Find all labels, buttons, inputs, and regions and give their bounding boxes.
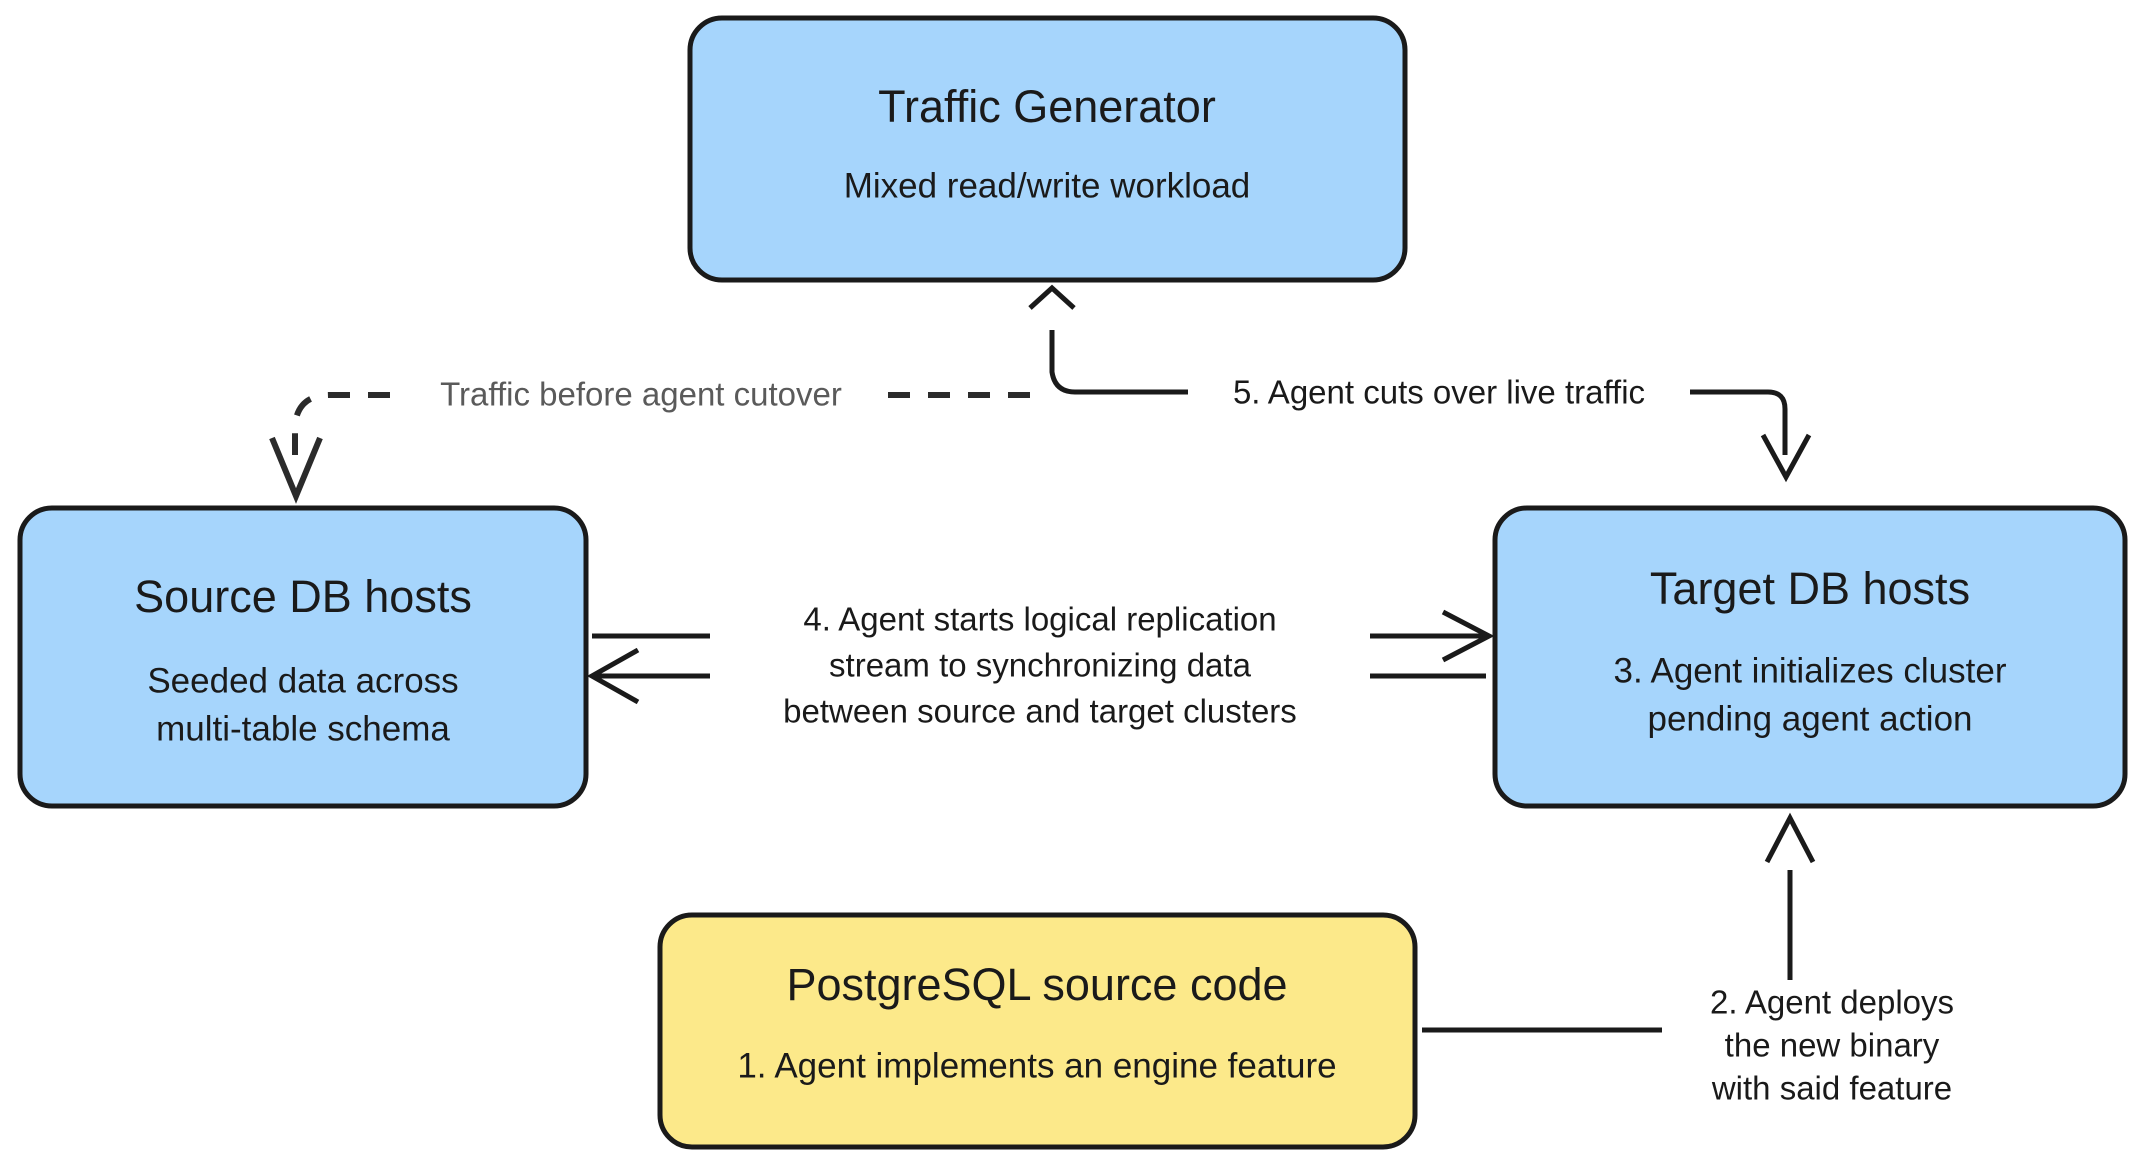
edge-label-replication-line1: 4. Agent starts logical replication: [803, 601, 1276, 638]
node-traffic-generator[interactable]: Traffic Generator Mixed read/write workl…: [687, 15, 1408, 283]
node-source-db-hosts-title: Source DB hosts: [134, 571, 472, 622]
edge-label-deploy-line1: 2. Agent deploys: [1710, 984, 1954, 1021]
edge-replication-arrowhead-right: [1441, 609, 1495, 663]
node-target-db-hosts[interactable]: Target DB hosts 3. Agent initializes clu…: [1492, 505, 2128, 809]
node-source-db-hosts[interactable]: Source DB hosts Seeded data across multi…: [17, 505, 589, 809]
edge-label-replication: 4. Agent starts logical replication stre…: [710, 595, 1370, 745]
node-postgresql-source-code[interactable]: PostgreSQL source code 1. Agent implemen…: [657, 912, 1418, 1150]
node-target-db-hosts-box[interactable]: [1492, 505, 2128, 809]
node-target-db-hosts-subtitle-line1: 3. Agent initializes cluster: [1614, 651, 2007, 690]
edge-label-cutover-text: 5. Agent cuts over live traffic: [1233, 374, 1645, 411]
edge-replication-arrowhead-left: [586, 647, 640, 705]
edge-label-deploy: 2. Agent deploys the new binary with sai…: [1662, 980, 2002, 1130]
edge-label-deploy-line3: with said feature: [1711, 1070, 1952, 1107]
edge-label-deploy-bg: [1662, 980, 2002, 1130]
node-source-db-hosts-subtitle-line1: Seeded data across: [147, 661, 458, 700]
node-traffic-generator-box[interactable]: [687, 15, 1408, 283]
edge-label-traffic-before-cutover: Traffic before agent cutover: [405, 372, 877, 420]
node-target-db-hosts-subtitle-line2: pending agent action: [1648, 699, 1973, 738]
edge-label-cutover-bg: [1188, 368, 1690, 418]
edge-deploy-arrowhead: [1764, 812, 1816, 864]
edge-label-traffic-before-cutover-bg: [405, 372, 877, 420]
edge-label-cutover: 5. Agent cuts over live traffic: [1188, 368, 1690, 418]
edge-label-replication-bg: [710, 595, 1370, 745]
edge-label-replication-line2: stream to synchronizing data: [829, 647, 1252, 684]
edge-label-deploy-line2: the new binary: [1725, 1027, 1940, 1064]
node-target-db-hosts-title: Target DB hosts: [1650, 563, 1970, 614]
edge-cutover-arrowhead-bottom: [1760, 433, 1812, 483]
edge-label-traffic-before-cutover-text: Traffic before agent cutover: [440, 376, 842, 413]
node-source-db-hosts-box[interactable]: [17, 505, 589, 809]
node-postgresql-source-code-box[interactable]: [657, 912, 1418, 1150]
edge-cutover-arrowhead-top: [1028, 284, 1076, 310]
edge-label-replication-line3: between source and target clusters: [783, 693, 1297, 730]
node-source-db-hosts-subtitle-line2: multi-table schema: [156, 709, 450, 748]
node-postgresql-source-code-subtitle: 1. Agent implements an engine feature: [737, 1046, 1336, 1085]
node-postgresql-source-code-title: PostgreSQL source code: [786, 959, 1287, 1010]
node-traffic-generator-subtitle: Mixed read/write workload: [844, 166, 1251, 205]
node-traffic-generator-title: Traffic Generator: [878, 81, 1216, 132]
edge-traffic-before-cutover-arrowhead: [269, 436, 323, 504]
